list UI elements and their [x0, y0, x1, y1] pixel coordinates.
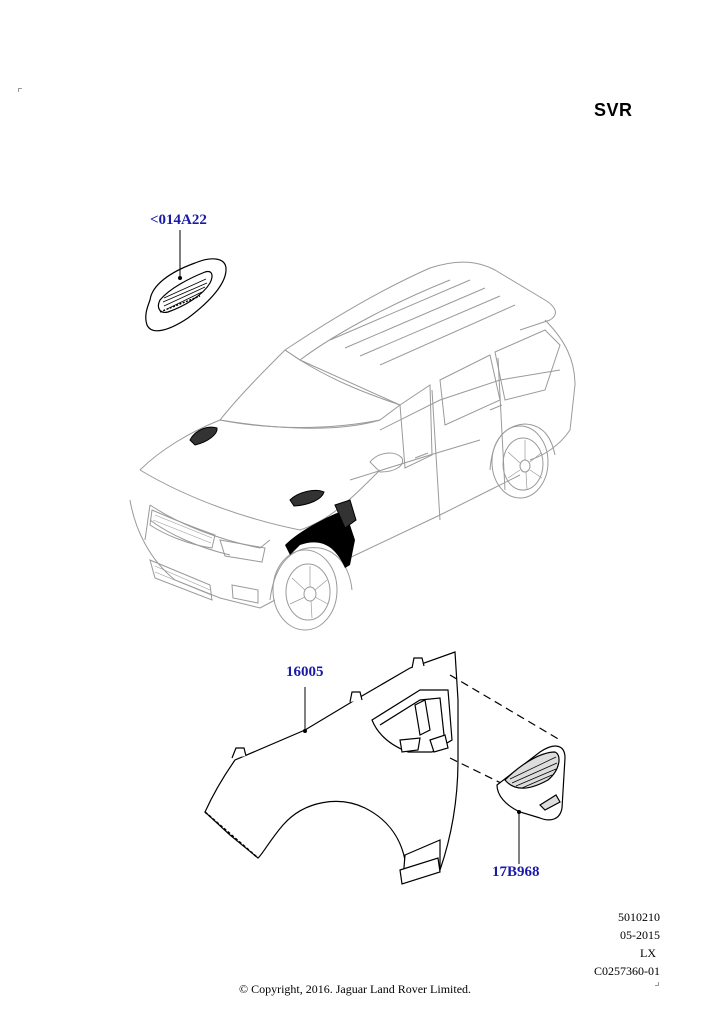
fender-vent-part[interactable]	[496, 745, 566, 821]
highlighted-hood-vent-right	[289, 489, 325, 507]
callout-hood-vent[interactable]: <014A22	[150, 212, 207, 228]
corner-mark-top-left	[18, 88, 22, 92]
variant-label: SVR	[594, 100, 633, 120]
meta-illustration-id: C0257360-01	[594, 964, 660, 978]
callout-fender-vent[interactable]: 17B968	[492, 864, 540, 880]
fender-vent-leader-dot	[517, 810, 521, 814]
meta-code: LX	[640, 946, 656, 960]
meta-number: 5010210	[618, 910, 660, 924]
vehicle-highlighted-parts	[189, 426, 357, 568]
alignment-lines	[449, 674, 561, 786]
copyright-text: © Copyright, 2016. Jaguar Land Rover Lim…	[238, 982, 472, 996]
meta-date: 05-2015	[620, 928, 660, 942]
highlighted-fender	[285, 510, 355, 568]
vehicle-illustration	[129, 261, 576, 631]
callout-fender[interactable]: 16005	[286, 664, 324, 680]
hood-vent-part[interactable]	[145, 258, 227, 332]
highlighted-fender-vent	[334, 499, 357, 529]
fender-part[interactable]	[204, 651, 459, 885]
drawing-meta: 5010210 05-2015 LX C0257360-01	[594, 908, 660, 980]
fender-leader-dot	[303, 729, 307, 733]
highlighted-hood-vent-left	[189, 426, 218, 446]
hood-vent-leader-dot	[178, 276, 182, 280]
